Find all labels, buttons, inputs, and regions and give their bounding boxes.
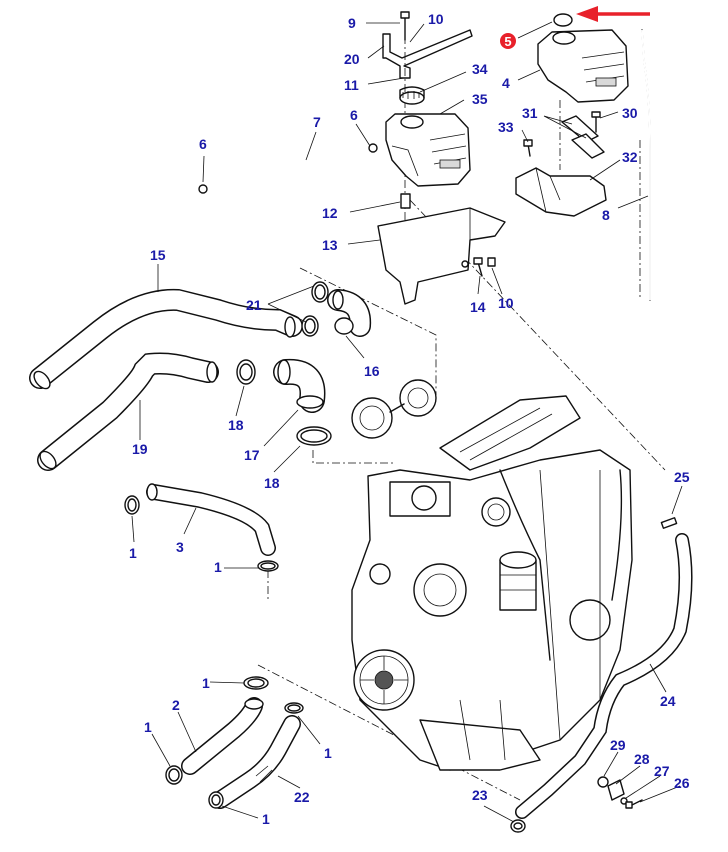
bracket-28 [607, 779, 625, 801]
callout-2: 2 [172, 697, 180, 713]
clamp-31 [561, 115, 605, 159]
callout-10: 10 [428, 11, 444, 27]
callout-10: 10 [498, 295, 514, 311]
callout-26: 26 [674, 775, 690, 791]
callout-labels: 9 10 20 11 34 35 4 7 6 6 31 30 33 32 12 … [129, 11, 690, 827]
highlight-badge [500, 33, 516, 49]
highlight-arrow [576, 6, 650, 22]
clamp-1b [257, 560, 279, 572]
expansion-tank-35 [385, 113, 471, 187]
callout-1: 1 [202, 675, 210, 691]
highlight-label: 5 [504, 34, 511, 49]
clamp-25 [660, 517, 678, 529]
clamp-18a [236, 359, 256, 385]
callout-14: 14 [470, 299, 486, 315]
callout-1: 1 [144, 719, 152, 735]
expansion-tank-4 [537, 13, 629, 103]
callout-3: 3 [176, 539, 184, 555]
hose-19 [37, 352, 219, 471]
hose-24 [515, 533, 693, 819]
bracket-20 [382, 11, 473, 79]
screw-30 [591, 111, 601, 133]
callout-27: 27 [654, 763, 670, 779]
callout-1: 1 [129, 545, 137, 561]
hose-22 [211, 715, 301, 809]
callout-12: 12 [322, 205, 338, 221]
callout-16: 16 [364, 363, 380, 379]
callout-32: 32 [622, 149, 638, 165]
hose-3 [146, 483, 276, 556]
callout-17: 17 [244, 447, 260, 463]
callout-25: 25 [674, 469, 690, 485]
nut-10 [487, 257, 496, 267]
hose-7 [198, 143, 378, 194]
callout-31: 31 [522, 105, 538, 121]
callout-34: 34 [472, 61, 488, 77]
clamp-23 [510, 819, 526, 833]
callout-19: 19 [132, 441, 148, 457]
callout-18: 18 [228, 417, 244, 433]
callout-30: 30 [622, 105, 638, 121]
callout-6: 6 [199, 136, 207, 152]
callout-24: 24 [660, 693, 676, 709]
clamp-1a [124, 495, 140, 515]
callout-33: 33 [498, 119, 514, 135]
callout-35: 35 [472, 91, 488, 107]
bolt-14 [473, 257, 483, 277]
spacer-12 [400, 193, 411, 209]
clamp-1f [208, 791, 224, 809]
callout-29: 29 [610, 737, 626, 753]
clamps-21 [301, 281, 329, 337]
callout-28: 28 [634, 751, 650, 767]
clamp-1e [284, 702, 304, 714]
callout-1: 1 [214, 559, 222, 575]
elbow-16 [327, 289, 372, 337]
bolt-33 [523, 139, 533, 157]
cap-34 [399, 86, 425, 105]
hose-2 [181, 697, 264, 775]
bracket-13 [377, 207, 506, 305]
callout-13: 13 [322, 237, 338, 253]
callout-1: 1 [262, 811, 270, 827]
callout-15: 15 [150, 247, 166, 263]
callout-1: 1 [324, 745, 332, 761]
callout-21: 21 [246, 297, 262, 313]
leader-lines [131, 22, 683, 823]
bolt-26 [625, 799, 643, 809]
hose-15 [29, 288, 303, 390]
callout-20: 20 [344, 51, 360, 67]
clamp-1d [165, 765, 183, 785]
engine-assembly [351, 379, 633, 771]
elbow-17 [273, 358, 326, 413]
callout-7: 7 [313, 114, 321, 130]
callout-18: 18 [264, 475, 280, 491]
callout-8: 8 [602, 207, 610, 223]
bracket-32 [515, 167, 607, 217]
clip-29 [597, 776, 609, 788]
callout-6: 6 [350, 107, 358, 123]
callout-9: 9 [348, 15, 356, 31]
clamp-18b [296, 426, 332, 446]
callout-22: 22 [294, 789, 310, 805]
hose-8 [641, 29, 651, 301]
clamp-1c [243, 676, 269, 690]
callout-4: 4 [502, 75, 510, 91]
callout-11: 11 [344, 77, 359, 93]
callout-23: 23 [472, 787, 488, 803]
